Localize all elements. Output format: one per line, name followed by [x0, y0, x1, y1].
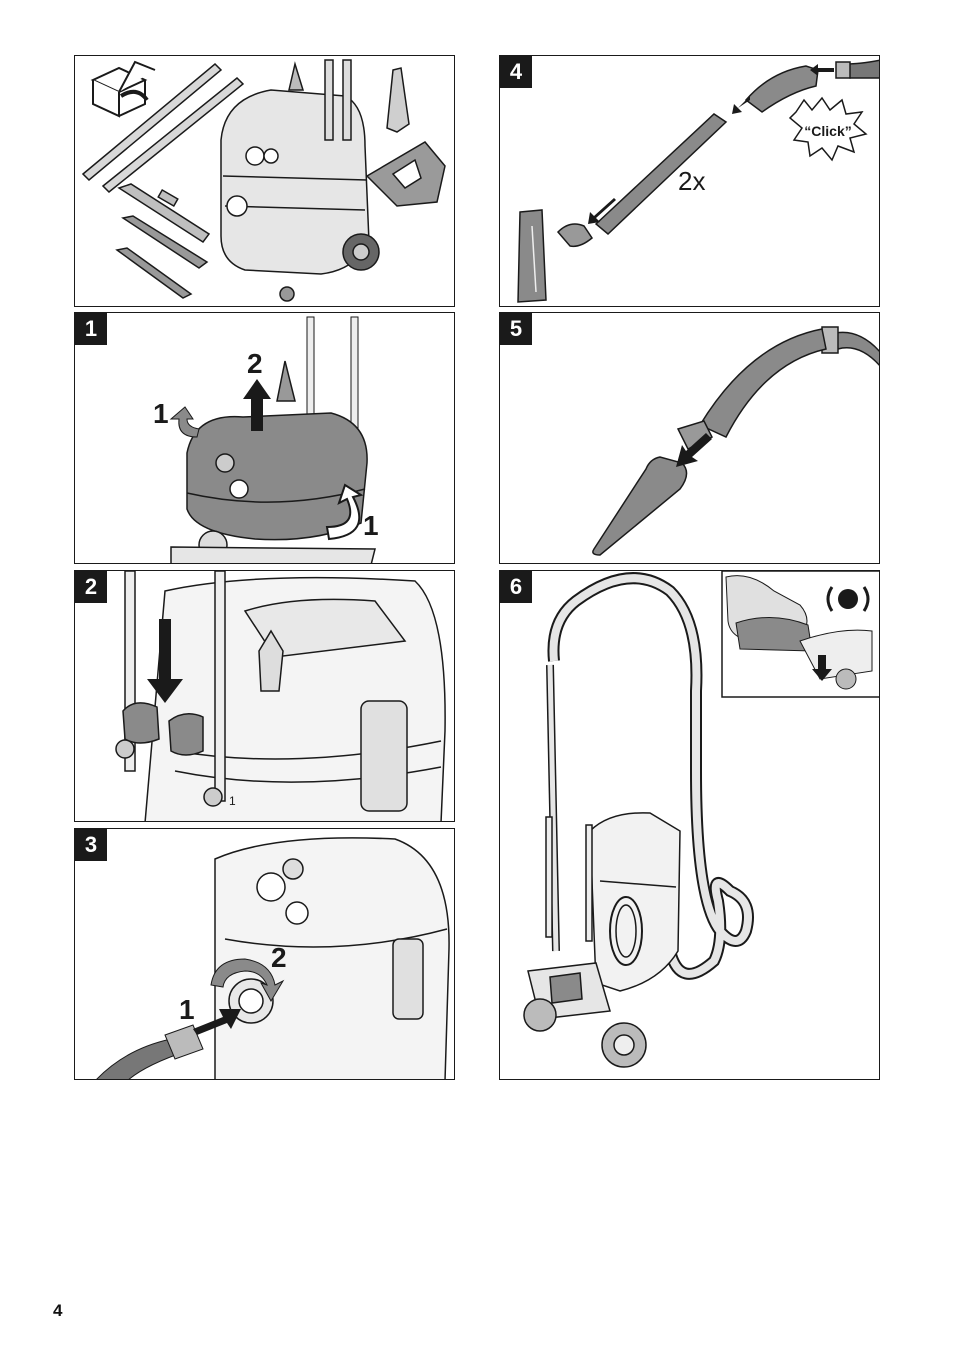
callout-1-right: 1 — [363, 510, 379, 541]
callout-2: 2 — [247, 348, 263, 379]
callout-2: 2 — [271, 942, 287, 973]
quantity-label: 2x — [678, 166, 705, 196]
step-number: 6 — [500, 571, 532, 603]
brake-inset — [722, 571, 880, 697]
step-number: 4 — [500, 56, 532, 88]
step-5-illustration — [500, 313, 880, 564]
step-6-panel: 6 — [499, 570, 880, 1080]
locked-indicator-icon — [838, 589, 858, 609]
step-4-panel: 4 “Click” 2x — [499, 55, 880, 307]
step-number: 2 — [75, 571, 107, 603]
page-number: 4 — [53, 1301, 62, 1321]
click-label: “Click” — [804, 123, 851, 139]
rotate-arrow-left — [171, 407, 199, 437]
step-4-illustration: “Click” 2x — [500, 56, 880, 307]
floor-nozzle — [117, 184, 209, 298]
small-index-label: 1 — [229, 794, 236, 808]
package-icon — [93, 62, 155, 116]
hose-with-crevice-nozzle — [593, 327, 880, 555]
callout-1: 1 — [179, 994, 195, 1025]
click-burst: “Click” — [790, 98, 866, 160]
step-2-panel: 2 1 — [74, 570, 455, 822]
step-number: 3 — [75, 829, 107, 861]
vacuum-front — [215, 838, 449, 1080]
step-number: 1 — [75, 313, 107, 345]
step-5-panel: 5 — [499, 312, 880, 564]
delivery-contents-illustration — [75, 56, 455, 307]
step-6-illustration — [500, 571, 880, 1080]
step-number: 5 — [500, 313, 532, 345]
step-3-panel: 3 1 2 — [74, 828, 455, 1080]
step-3-illustration: 1 2 — [75, 829, 455, 1080]
filter-bag — [367, 142, 445, 206]
callout-1-left: 1 — [153, 398, 169, 429]
vacuum-parked — [524, 578, 748, 1067]
crevice-nozzle — [387, 68, 409, 132]
step-2-illustration: 1 — [75, 571, 455, 822]
step-1-illustration: 1 2 1 — [75, 313, 455, 564]
vacuum-cleaner — [221, 60, 379, 301]
step-1-panel: 1 1 2 1 — [74, 312, 455, 564]
delivery-contents-panel — [74, 55, 455, 307]
